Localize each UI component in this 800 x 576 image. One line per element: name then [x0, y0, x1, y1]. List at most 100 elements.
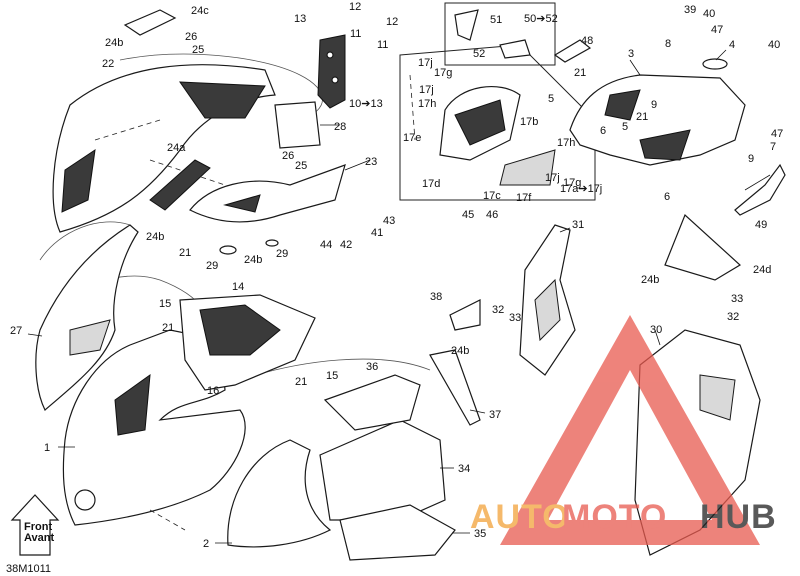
- callout-39: 39: [684, 4, 696, 16]
- trim-49: [734, 163, 786, 216]
- callout-labels: 1 2 3 4 5 5 6 6 7 8 9 9 10➔13 11 11 12 1…: [10, 1, 783, 550]
- callout-24c: 24c: [191, 5, 209, 17]
- callout-1: 1: [44, 442, 50, 454]
- callout-49: 49: [755, 219, 767, 231]
- callout-40b: 40: [768, 39, 780, 51]
- side-panel-22: [52, 64, 276, 233]
- callout-25b: 25: [295, 160, 307, 172]
- callout-21b: 21: [162, 322, 174, 334]
- support-31: [519, 224, 576, 376]
- cap-29: [219, 239, 279, 255]
- callout-24b-1: 24b: [105, 37, 123, 49]
- bracket-10: [317, 34, 346, 109]
- callout-6b: 6: [664, 191, 670, 203]
- callout-32b: 32: [727, 311, 739, 323]
- callout-41: 41: [371, 227, 383, 239]
- callout-17c: 17c: [483, 190, 501, 202]
- callout-21a: 21: [179, 247, 191, 259]
- callout-29b: 29: [276, 248, 288, 260]
- diagram-code: 38M1011: [6, 563, 51, 575]
- clip-38: [449, 299, 481, 331]
- callout-24a: 24a: [167, 142, 186, 154]
- callout-47a: 47: [711, 24, 723, 36]
- watermark-hub: HUB: [700, 498, 777, 536]
- callout-42: 42: [340, 239, 352, 251]
- callout-25a: 25: [192, 44, 204, 56]
- callout-9b: 9: [748, 153, 754, 165]
- callout-16: 16: [207, 385, 219, 397]
- callout-26a: 26: [185, 31, 197, 43]
- callout-10: 10➔13: [349, 98, 383, 110]
- callout-21c: 21: [295, 376, 307, 388]
- frame-14: [179, 294, 316, 391]
- callout-2: 2: [203, 538, 209, 550]
- callout-17d: 17d: [422, 178, 440, 190]
- panel-24d: [664, 213, 742, 281]
- callout-23: 23: [365, 156, 377, 168]
- callout-21e: 21: [636, 111, 648, 123]
- inner-panel-23: [189, 164, 346, 223]
- callout-30: 30: [650, 324, 662, 336]
- callout-11b: 11: [377, 39, 388, 51]
- callout-14: 14: [232, 281, 244, 293]
- callout-32a: 32: [492, 304, 504, 316]
- callout-17f: 17f: [516, 192, 532, 204]
- callout-50: 50➔52: [524, 13, 558, 25]
- callout-24b-3: 24b: [244, 254, 262, 266]
- callout-21d: 21: [574, 67, 586, 79]
- callout-24b-2: 24b: [146, 231, 164, 243]
- callout-22: 22: [102, 58, 114, 70]
- callout-15a: 15: [159, 298, 171, 310]
- callout-37: 37: [489, 409, 501, 421]
- callout-36: 36: [366, 361, 378, 373]
- callout-52: 52: [473, 48, 485, 60]
- trim-28: [274, 101, 321, 149]
- callout-12a: 12: [349, 1, 361, 13]
- callout-11a: 11: [350, 28, 361, 40]
- lead-lines: [27, 49, 771, 544]
- callout-48: 48: [581, 35, 593, 47]
- front-label: Front: [24, 521, 52, 533]
- trim-48: [553, 39, 592, 63]
- callout-5b: 5: [622, 121, 628, 133]
- callout-24d: 24d: [753, 264, 771, 276]
- callout-26b: 26: [282, 150, 294, 162]
- callout-44: 44: [320, 239, 332, 251]
- callout-17g-2: 17g: [563, 177, 581, 189]
- callout-13: 13: [294, 13, 306, 25]
- callout-46: 46: [486, 209, 498, 221]
- grille-24a: [149, 159, 211, 211]
- callout-17h-1: 17h: [418, 98, 436, 110]
- cowl-inset-box: [399, 44, 596, 201]
- callout-24b-4: 24b: [451, 345, 469, 357]
- callout-3: 3: [628, 48, 634, 60]
- callout-43: 43: [383, 215, 395, 227]
- callout-51: 51: [490, 14, 502, 26]
- callout-6a: 6: [600, 125, 606, 137]
- callout-27: 27: [10, 325, 22, 337]
- watermark-auto: AUTO: [470, 498, 570, 536]
- watermark-moto: MOTO: [562, 498, 667, 536]
- watermark-triangle-logo: [500, 315, 760, 545]
- callout-5a: 5: [548, 93, 554, 105]
- side-panel-34: [319, 419, 446, 521]
- bracket-24c: [123, 9, 177, 36]
- trim-strip-37: [429, 349, 481, 426]
- callout-12b: 12: [386, 16, 398, 28]
- avant-label: Avant: [24, 532, 54, 544]
- callout-17g-1: 17g: [434, 67, 452, 79]
- callout-17b: 17b: [520, 116, 538, 128]
- callout-17a: 17a➔17j: [560, 183, 602, 195]
- callout-45: 45: [462, 209, 474, 221]
- watermark: AUTO MOTO HUB: [470, 315, 777, 545]
- callout-24b-5: 24b: [641, 274, 659, 286]
- callout-17j-2: 17j: [419, 84, 434, 96]
- callout-47b: 47: [771, 128, 783, 140]
- callout-17h-2: 17h: [557, 137, 575, 149]
- tank-cover-3: [569, 58, 746, 166]
- callout-17j-1: 17j: [418, 57, 433, 69]
- lower-panel-2: [227, 439, 332, 548]
- callout-33b: 33: [731, 293, 743, 305]
- callout-17e: 17e: [403, 132, 421, 144]
